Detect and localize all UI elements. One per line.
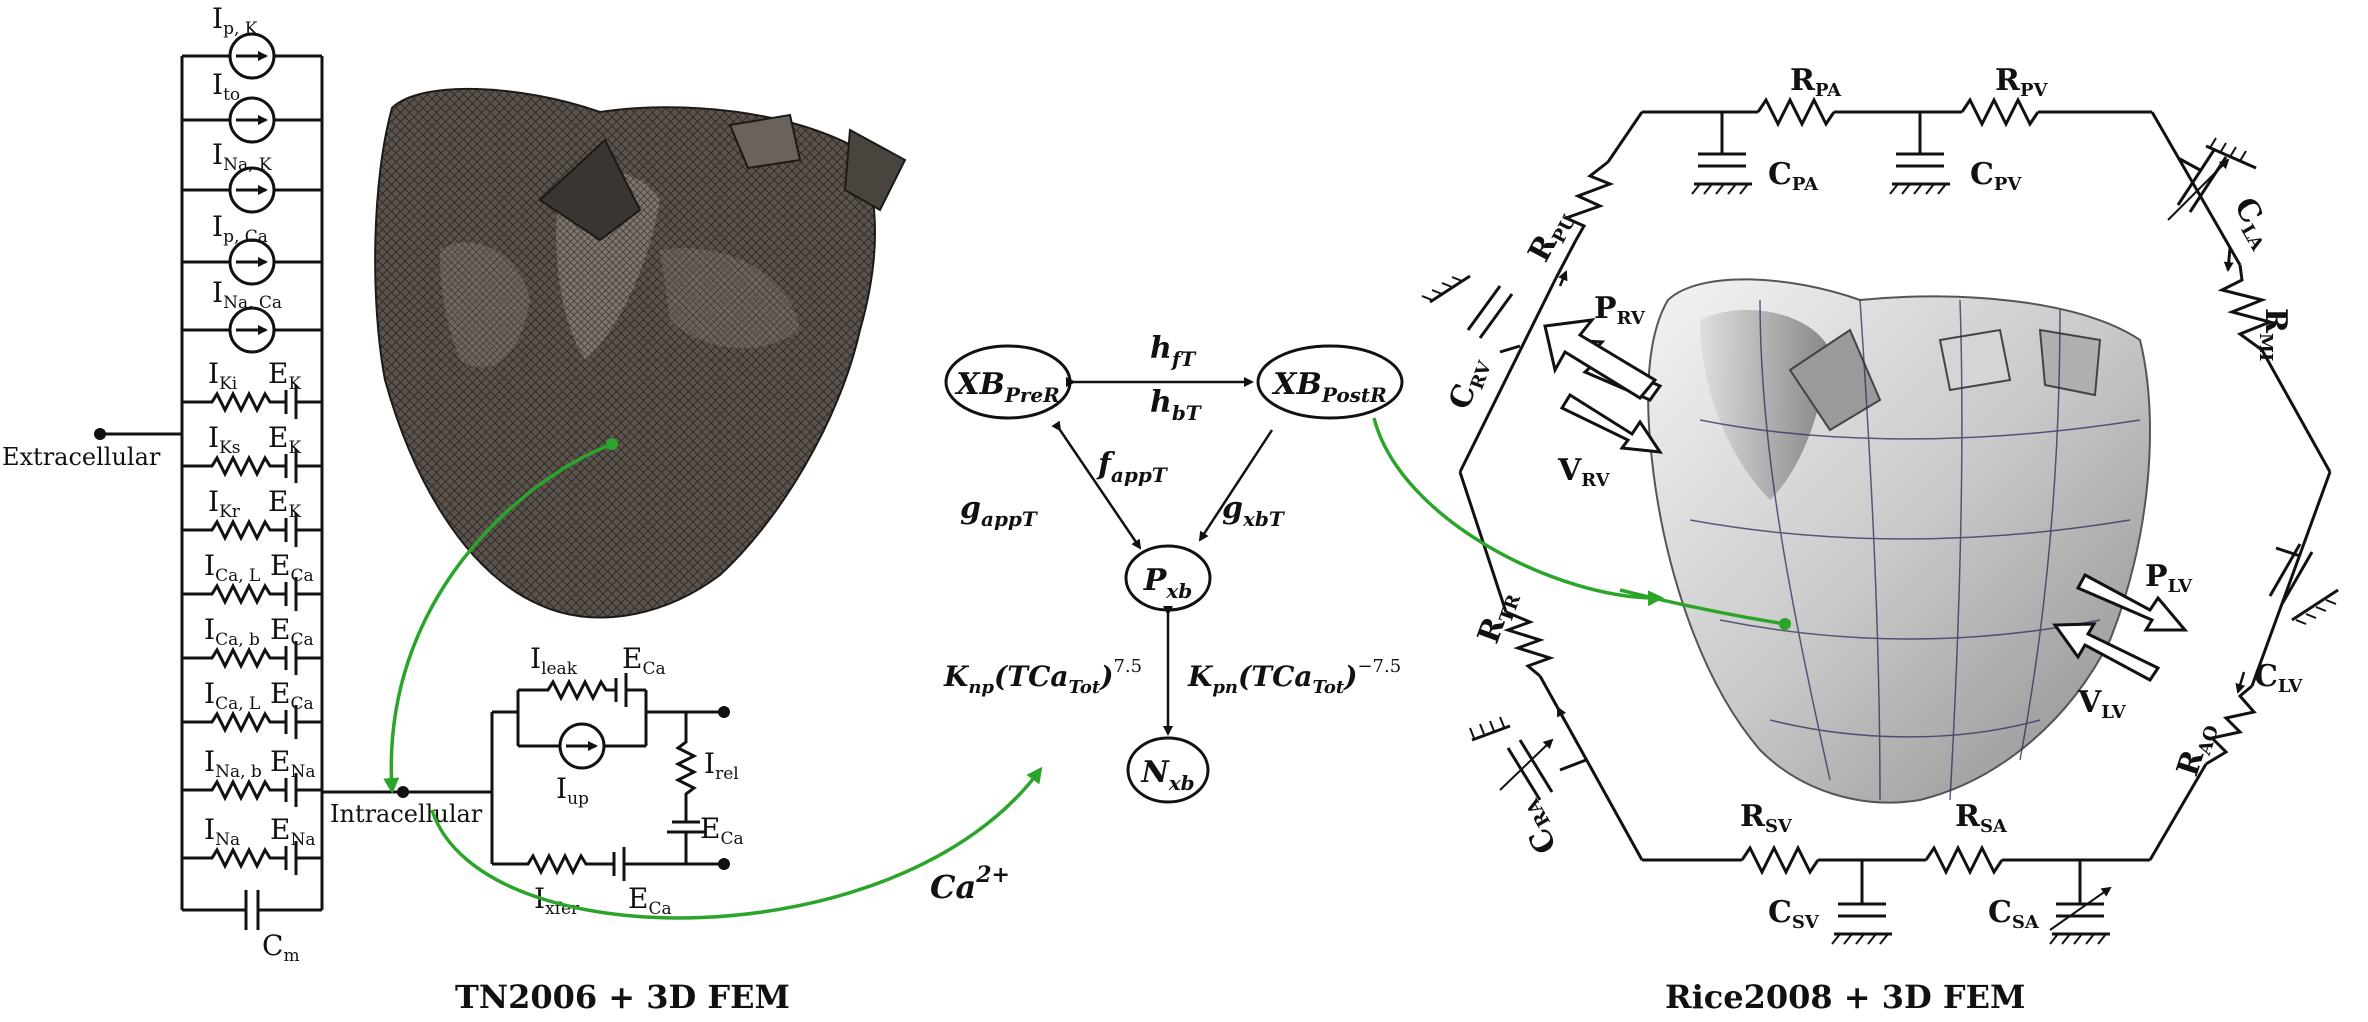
current-source-branch-3: INa, K [182,138,322,214]
resistor-branch-1: IKi EK [182,357,322,419]
tn2006-caption: TN2006 + 3D FEM [455,978,790,1016]
current-source-label: INa, Ca [212,276,282,313]
rpa-label: RPA [1790,63,1842,101]
rsa-label: RSA [1955,799,2008,837]
cra-label: CRA [1507,794,1567,860]
rice2008-caption: Rice2008 + 3D FEM [1665,978,2025,1016]
rmi-label: RMI [2255,308,2293,361]
svg-text:Nxb: Nxb [1140,755,1194,795]
circulation-circuit: RPA RPV CPA CPV RMI CLA RAO [1421,63,2339,1016]
svg-text:ECa: ECa [270,677,314,714]
svg-text:INa: INa [204,813,240,850]
resistor-branch-6: ICa, L ECa [182,677,322,739]
cpa-label: CPA [1768,157,1819,195]
vlv-label: VLV [2077,685,2127,723]
current-source-label: INa, K [212,138,272,175]
rsv-label: RSV [1740,799,1793,837]
rate-gxb: gxbT [1222,491,1286,531]
arrow-fapp-gapp [1051,420,1142,550]
sr-subcircuit: Ileak ECa Iup Irel ECa Ixfer EC [490,642,744,919]
current-source-label: Ip, Ca [212,210,268,247]
svg-text:Pxb: Pxb [1143,563,1192,603]
svg-text:ENa: ENa [270,745,315,782]
rate-hb: hbT [1150,385,1203,425]
state-xb-postr [1256,344,1404,420]
current-source-label: Ito [212,68,240,105]
svg-text:IKs: IKs [208,421,241,458]
rate-hf: hfT [1150,331,1197,371]
svg-text:ECa: ECa [270,549,314,586]
svg-text:Ileak: Ileak [530,642,578,679]
extracellular-label: Extracellular [2,443,161,471]
svg-text:XBPreR: XBPreR [954,367,1060,407]
membrane-capacitor: Cm [182,890,322,966]
rao-label: RAO [2170,718,2223,782]
current-source-branch-1: Ip, K [182,2,322,80]
green-arrow-calcium [430,766,1043,920]
current-source-label: Ip, K [212,2,258,39]
svg-text:ICa, L: ICa, L [204,549,260,586]
svg-text:Iup: Iup [556,772,589,809]
pv-arrows: PRV VRV PLV VLV [1543,291,2193,723]
resistor-branch-8: INa ENa [182,813,322,875]
prv-label: PRV [1594,291,1646,329]
svg-text:Ixfer: Ixfer [534,882,580,919]
resistor-branch-3: IKr EK [182,485,322,547]
svg-text:XBPostR: XBPostR [1271,367,1387,407]
extracellular-node [94,428,106,440]
plv-label: PLV [2145,559,2193,597]
clv-label: CLV [2254,659,2303,697]
state-nxb [1126,736,1210,804]
resistor-branch-2: IKs EK [182,421,322,483]
svg-text:EK: EK [268,485,301,522]
current-source-branch-5: INa, Ca [182,276,322,354]
cpv-label: CPV [1970,157,2022,195]
rate-fapp: fappT [1096,447,1169,487]
svg-text:ECa: ECa [622,642,666,679]
green-arrow-force-to-heart [1372,417,1664,607]
cla-label: CLA [2224,192,2283,256]
svg-text:ECa: ECa [270,613,314,650]
resistor-branch-4: ICa, L ECa [182,549,322,611]
svg-text:ECa: ECa [700,812,744,849]
csv-label: CSV [1768,895,1820,933]
svg-text:ECa: ECa [628,882,672,919]
crossbridge-diagram: XBPreR XBPostR Pxb Nxb hfT hbT fappT gap… [930,331,1404,906]
svg-text:Cm: Cm [262,929,300,966]
rpv-label: RPV [1995,63,2048,101]
intracellular-node [397,786,409,798]
svg-text:ICa, L: ICa, L [204,677,260,714]
rate-knp: Knp(TCaTot)7.5 [943,656,1142,698]
left-ion-circuit: Extracellular Ip, K Ito INa, K Ip, Ca [2,2,790,1016]
svg-text:ICa, b: ICa, b [204,613,260,650]
vrv-label: VRV [1557,453,1611,491]
green-arrow-mesh-to-cell [383,442,613,794]
svg-text:EK: EK [268,421,301,458]
coupling-arrows [383,417,1791,920]
svg-text:ENa: ENa [270,813,315,850]
intracellular-label: Intracellular [330,800,483,828]
heart-mesh-dark [374,87,907,619]
rate-kpn: Kpn(TCaTot)−7.5 [1187,656,1401,698]
resistor-branch-5: ICa, b ECa [182,613,322,675]
rate-gapp: gappT [960,491,1039,531]
csa-label: CSA [1988,895,2040,933]
svg-text:INa, b: INa, b [204,745,262,782]
svg-text:IKi: IKi [208,357,238,394]
rpu-label: RPU [1522,203,1581,269]
arrow-gxb [1198,429,1274,542]
svg-text:Irel: Irel [704,747,739,784]
current-source-branch-2: Ito [182,68,322,144]
heart-surface-grey [1647,278,2151,804]
current-source-branch-4: Ip, Ca [182,210,322,286]
resistor-branch-7: INa, b ENa [182,745,322,807]
svg-text:IKr: IKr [208,485,241,522]
svg-text:EK: EK [268,357,301,394]
rtr-label: RTR [1471,585,1525,649]
crv-label: CRV [1442,352,1496,415]
calcium-ion-label: Ca2+ [930,862,1010,906]
